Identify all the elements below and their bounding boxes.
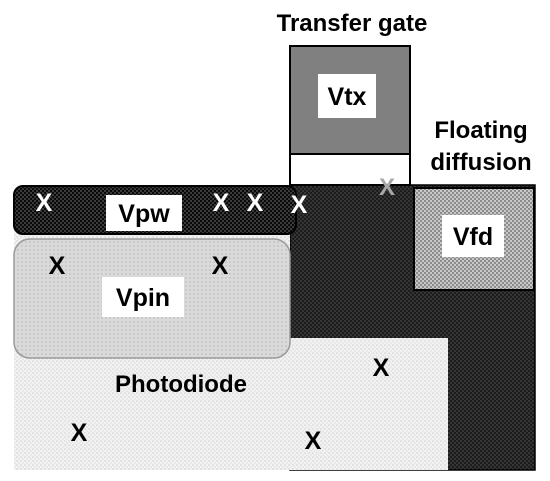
x-marker-channel-gray: X [379,174,395,201]
vtx-label: Vtx [328,83,367,111]
x-marker-vpw-left: X [36,189,53,217]
x-marker-vpin-left: X [49,252,66,280]
x-marker-channel-top: X [291,191,308,219]
x-marker-vpin-right: X [212,252,229,280]
transfer-gate-label: Transfer gate [277,10,428,37]
x-marker-vpw-right-1: X [213,189,230,217]
x-marker-photodiode-right: X [373,354,390,382]
gate-oxide [289,153,411,186]
vpin-label: Vpin [116,284,170,312]
x-marker-photodiode-bottom-mid: X [305,427,322,455]
floating-diffusion-label-line1: Floating [434,117,527,144]
floating-diffusion-label-line2: diffusion [430,149,531,176]
vtx-label-box [318,74,376,118]
x-marker-vpw-right-2: X [247,189,264,217]
vfd-label: Vfd [453,223,493,251]
vpw-label-box [106,195,182,231]
vfd-label-box [442,215,504,257]
x-marker-photodiode-bottom-left: X [71,419,88,447]
vpw-label: Vpw [118,200,170,228]
vpin-label-box [102,277,184,317]
photodiode-label: Photodiode [115,371,247,398]
